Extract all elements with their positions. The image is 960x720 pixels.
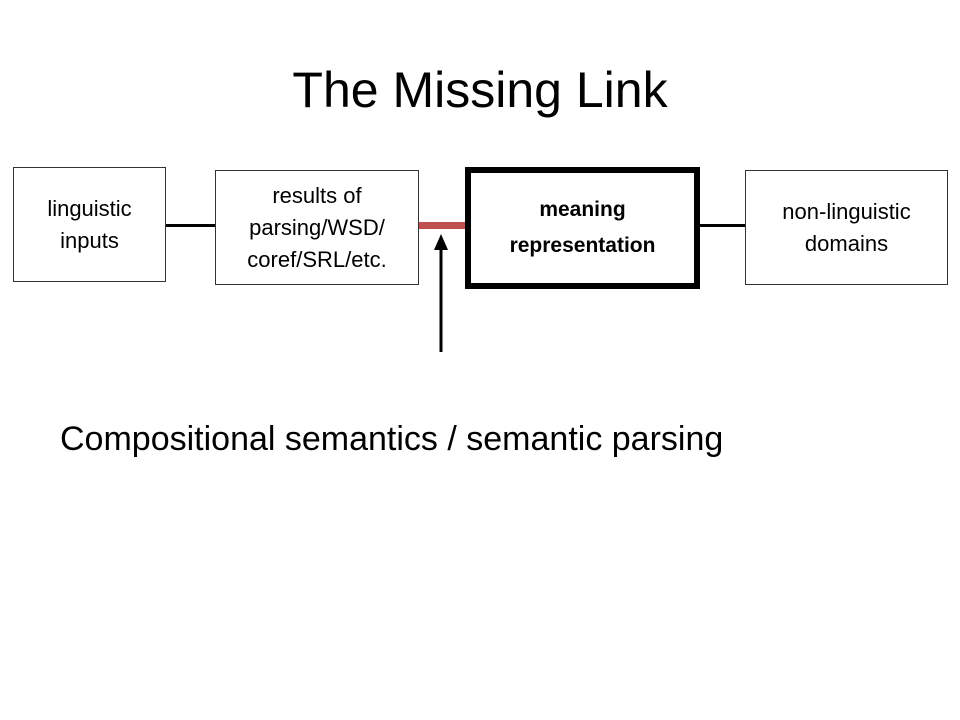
box-label-line: inputs <box>60 227 119 253</box>
box-label-line: linguistic <box>47 195 132 221</box>
caption-text: Compositional semantics / semantic parsi… <box>60 420 724 458</box>
box-meaning-representation: meaning representation <box>465 167 700 289</box>
connector-inputs-to-results <box>166 224 215 227</box>
connector-meaning-to-domains <box>700 224 745 227</box>
missing-link-connector <box>419 222 465 229</box>
box-label-line: results of <box>272 182 362 208</box>
box-linguistic-inputs: linguistic inputs <box>13 167 166 282</box>
box-parsing-results: results of parsing/WSD/ coref/SRL/etc. <box>215 170 419 285</box>
box-label-line: non-linguistic <box>782 198 911 224</box>
box-label-line: representation <box>509 234 656 257</box>
box-label-line: coref/SRL/etc. <box>247 246 387 272</box>
box-non-linguistic-domains: non-linguistic domains <box>745 170 948 285</box>
slide-title: The Missing Link <box>292 62 668 118</box>
box-label-line: domains <box>804 230 889 256</box>
box-label-line: meaning <box>539 198 626 221</box>
box-label-line: parsing/WSD/ <box>249 214 385 240</box>
